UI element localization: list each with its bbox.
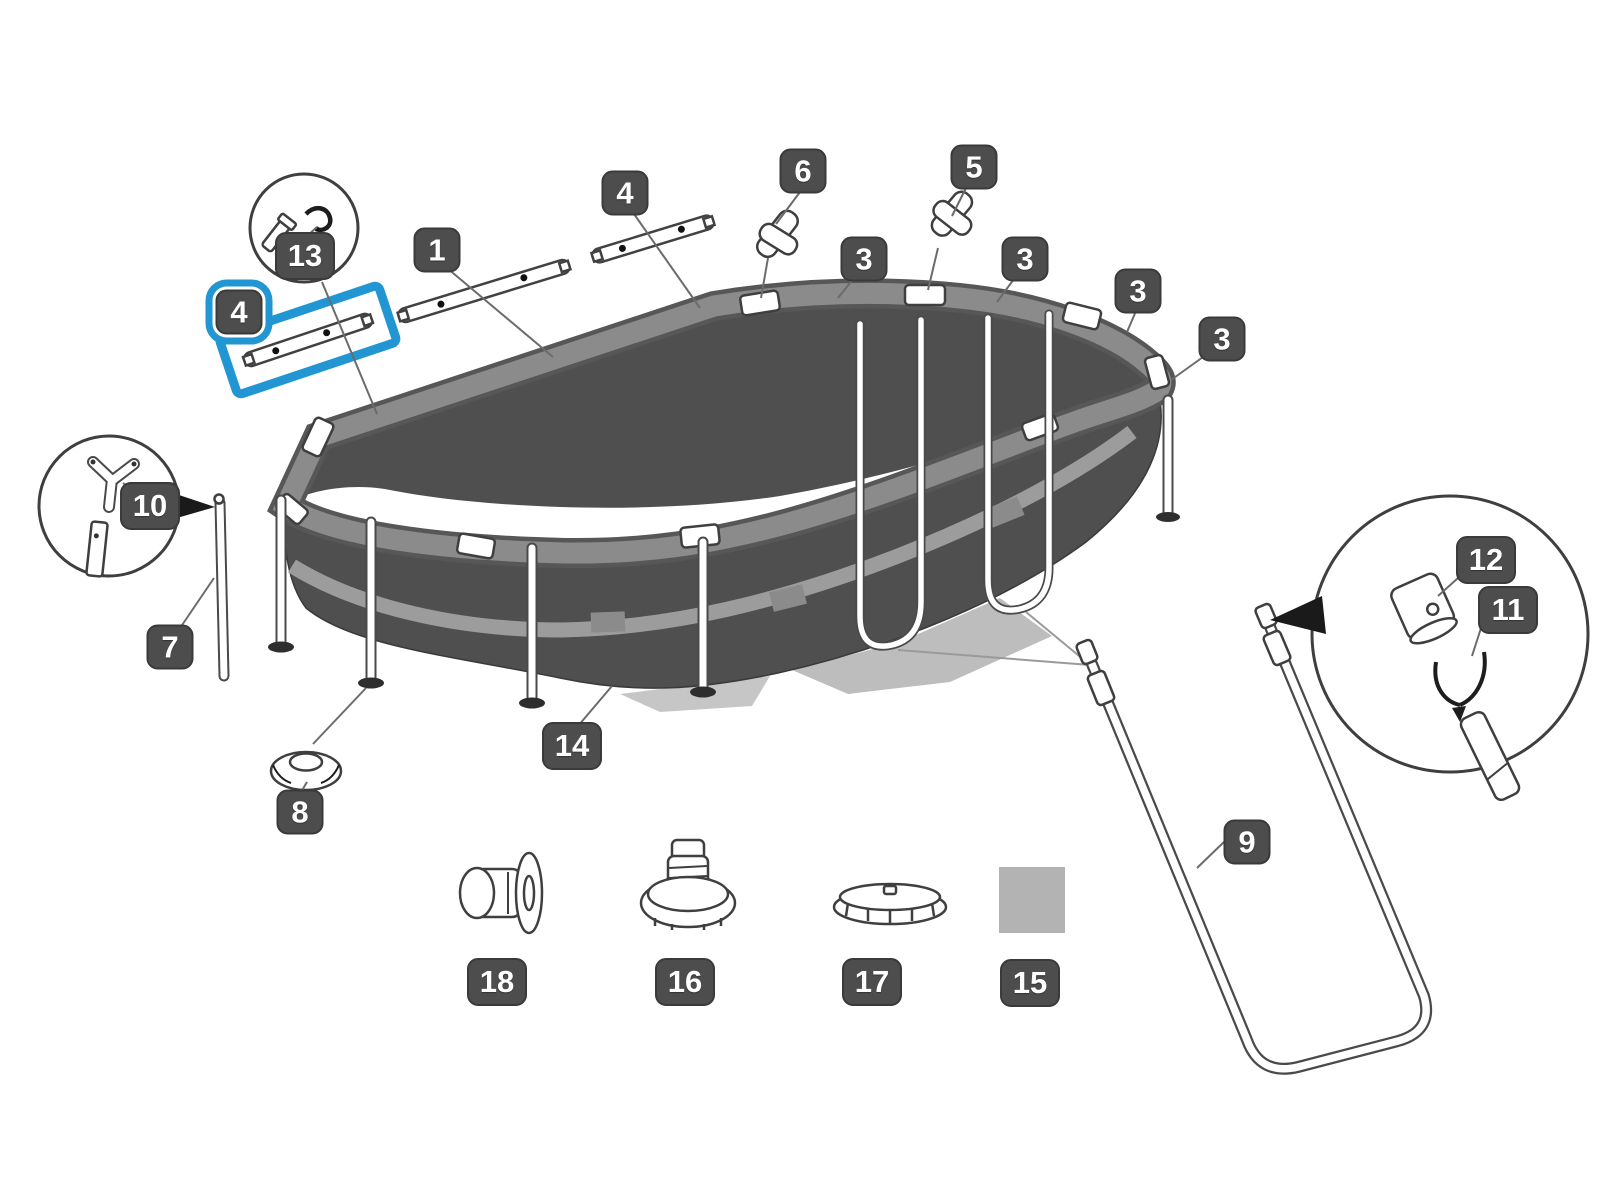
valve-adapter-part-16 <box>639 838 737 930</box>
part-label-9[interactable]: 9 <box>1223 819 1271 865</box>
part-label-3-a[interactable]: 3 <box>840 236 888 282</box>
inset-pointer <box>170 492 215 520</box>
part-label-14[interactable]: 14 <box>542 722 602 770</box>
part-label-17[interactable]: 17 <box>842 958 902 1006</box>
u-brace-part <box>897 602 1433 1075</box>
brace-tube-magnified <box>1459 710 1521 802</box>
part-number-text: 3 <box>1213 321 1231 356</box>
part-number-text: 8 <box>291 794 309 829</box>
wall-plug-part-18 <box>458 851 544 935</box>
part-number-text: 3 <box>855 241 873 276</box>
part-label-15[interactable]: 15 <box>1000 959 1060 1007</box>
part-label-3-b[interactable]: 3 <box>1001 236 1049 282</box>
part-label-16[interactable]: 16 <box>655 958 715 1006</box>
inset-brace-cap-detail <box>1270 494 1590 802</box>
part-number-text: 3 <box>1129 273 1147 308</box>
inset-pointer <box>1270 596 1326 634</box>
pool-legs <box>268 394 1180 709</box>
tee-joint-part-5 <box>930 190 974 237</box>
part-number-text: 1 <box>428 232 446 267</box>
wall-braces <box>855 309 1054 651</box>
inset-three-way-joint-detail <box>37 434 215 578</box>
part-number-text: 11 <box>1491 592 1525 627</box>
part-label-10[interactable]: 10 <box>120 482 180 530</box>
part-number-text: 13 <box>287 238 323 273</box>
part-number-text: 10 <box>132 488 168 523</box>
part-label-13[interactable]: 13 <box>275 232 335 280</box>
part-number-text: 6 <box>794 153 812 188</box>
part-number-text: 15 <box>1012 965 1048 1000</box>
part-number-text: 9 <box>1238 824 1256 859</box>
ground-skirt <box>792 598 1052 694</box>
part-number-text: 17 <box>854 964 890 999</box>
part-label-1[interactable]: 1 <box>413 227 461 273</box>
part-label-6[interactable]: 6 <box>779 148 827 194</box>
part-number-text: 16 <box>667 964 703 999</box>
top-rail-part-4 <box>589 214 717 264</box>
part-label-3-d[interactable]: 3 <box>1198 316 1246 362</box>
top-rail-part-1 <box>396 258 572 324</box>
part-number-text: 4 <box>230 294 248 329</box>
pool-mid-band <box>288 426 1137 638</box>
part-number-text: 3 <box>1016 241 1034 276</box>
brace-cap-part-12 <box>1390 572 1458 645</box>
part-label-5[interactable]: 5 <box>950 144 998 190</box>
part-number-text: 18 <box>479 964 515 999</box>
pool-inner-wall <box>299 303 1148 508</box>
valve-cap-part-17 <box>832 882 948 926</box>
part-label-12[interactable]: 12 <box>1456 536 1516 584</box>
tee-joint-part-6 <box>755 209 799 259</box>
part-label-3-c[interactable]: 3 <box>1114 268 1162 314</box>
vertical-leg-part-7 <box>213 493 230 682</box>
locking-clip-part-11 <box>1433 651 1487 722</box>
pool-top-rim-band <box>272 282 1172 564</box>
foot-cap-part-8 <box>269 687 367 792</box>
part-label-7[interactable]: 7 <box>146 624 194 670</box>
pool-illustration <box>267 278 1180 712</box>
part-label-11[interactable]: 11 <box>1478 586 1538 634</box>
part-label-18[interactable]: 18 <box>467 958 527 1006</box>
square-patch-part-15 <box>999 867 1065 933</box>
mid-band-patches <box>590 496 1025 633</box>
part-number-text: 7 <box>161 629 179 664</box>
part-number-text: 4 <box>616 175 634 210</box>
part-number-text: 5 <box>965 149 983 184</box>
part-number-text: 14 <box>554 728 590 763</box>
part-number-text: 12 <box>1468 542 1504 577</box>
part-label-4-top[interactable]: 4 <box>601 170 649 216</box>
part-label-8[interactable]: 8 <box>276 789 324 835</box>
part-label-4-selected[interactable]: 4 <box>215 289 263 335</box>
